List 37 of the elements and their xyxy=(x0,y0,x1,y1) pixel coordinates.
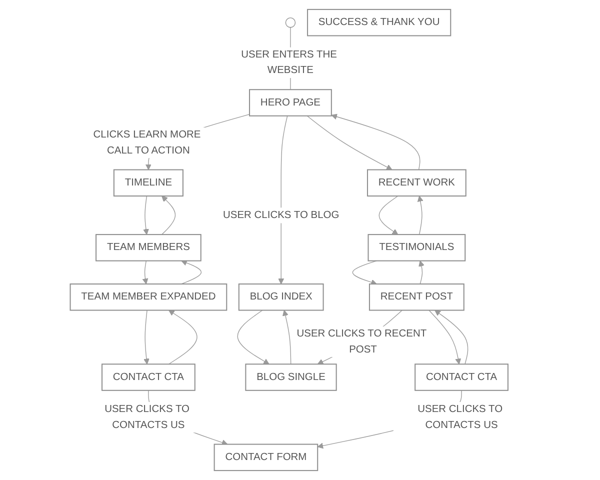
node-box: RECENT POST xyxy=(368,283,464,311)
node-box: RECENT WORK xyxy=(366,169,466,197)
arrow xyxy=(417,196,424,235)
node-box: TIMELINE xyxy=(113,169,184,197)
arrow xyxy=(352,260,377,286)
edge-label: USER CLICKS TO RECENT POST xyxy=(296,328,426,355)
arrow xyxy=(418,260,424,284)
node-box: SUCCESS & THANK YOU xyxy=(307,8,452,36)
node-box: BLOG SINGLE xyxy=(245,364,337,391)
arrow xyxy=(428,310,462,364)
arrow xyxy=(143,196,149,235)
arrow xyxy=(306,116,392,170)
arrow xyxy=(168,310,198,364)
arrow xyxy=(237,310,270,364)
edge-label: CLICKS LEARN MORE CALL TO ACTION xyxy=(93,128,201,156)
edge-label: USER ENTERS THE WEBSITE xyxy=(241,48,337,76)
arrow xyxy=(378,196,398,235)
node-box: TESTIMONIALS xyxy=(368,234,466,262)
arrow xyxy=(161,196,176,235)
node-pin xyxy=(285,17,296,28)
node-box: CONTACT CTA xyxy=(414,364,508,391)
node-box: CONTACT CTA xyxy=(102,364,196,391)
node-box: HERO PAGE xyxy=(249,89,332,116)
node-box: TEAM MEMBERS xyxy=(96,234,202,262)
node-box: CONTACT FORM xyxy=(214,444,318,472)
arrow xyxy=(181,260,202,284)
edge-label: USER CLICKS TO CONTACTS US xyxy=(418,403,503,430)
arrow xyxy=(143,310,150,364)
arrow xyxy=(282,310,292,364)
node-box: TEAM MEMBER EXPANDED xyxy=(70,283,228,311)
edge-label: USER CLICKS TO CONTACTS US xyxy=(104,403,190,430)
arrow xyxy=(278,116,288,284)
arrow xyxy=(331,114,420,170)
node-box: BLOG INDEX xyxy=(238,283,324,311)
edge-label: USER CLICKS TO BLOG xyxy=(223,208,340,221)
arrow xyxy=(434,310,468,364)
arrow xyxy=(142,260,148,284)
